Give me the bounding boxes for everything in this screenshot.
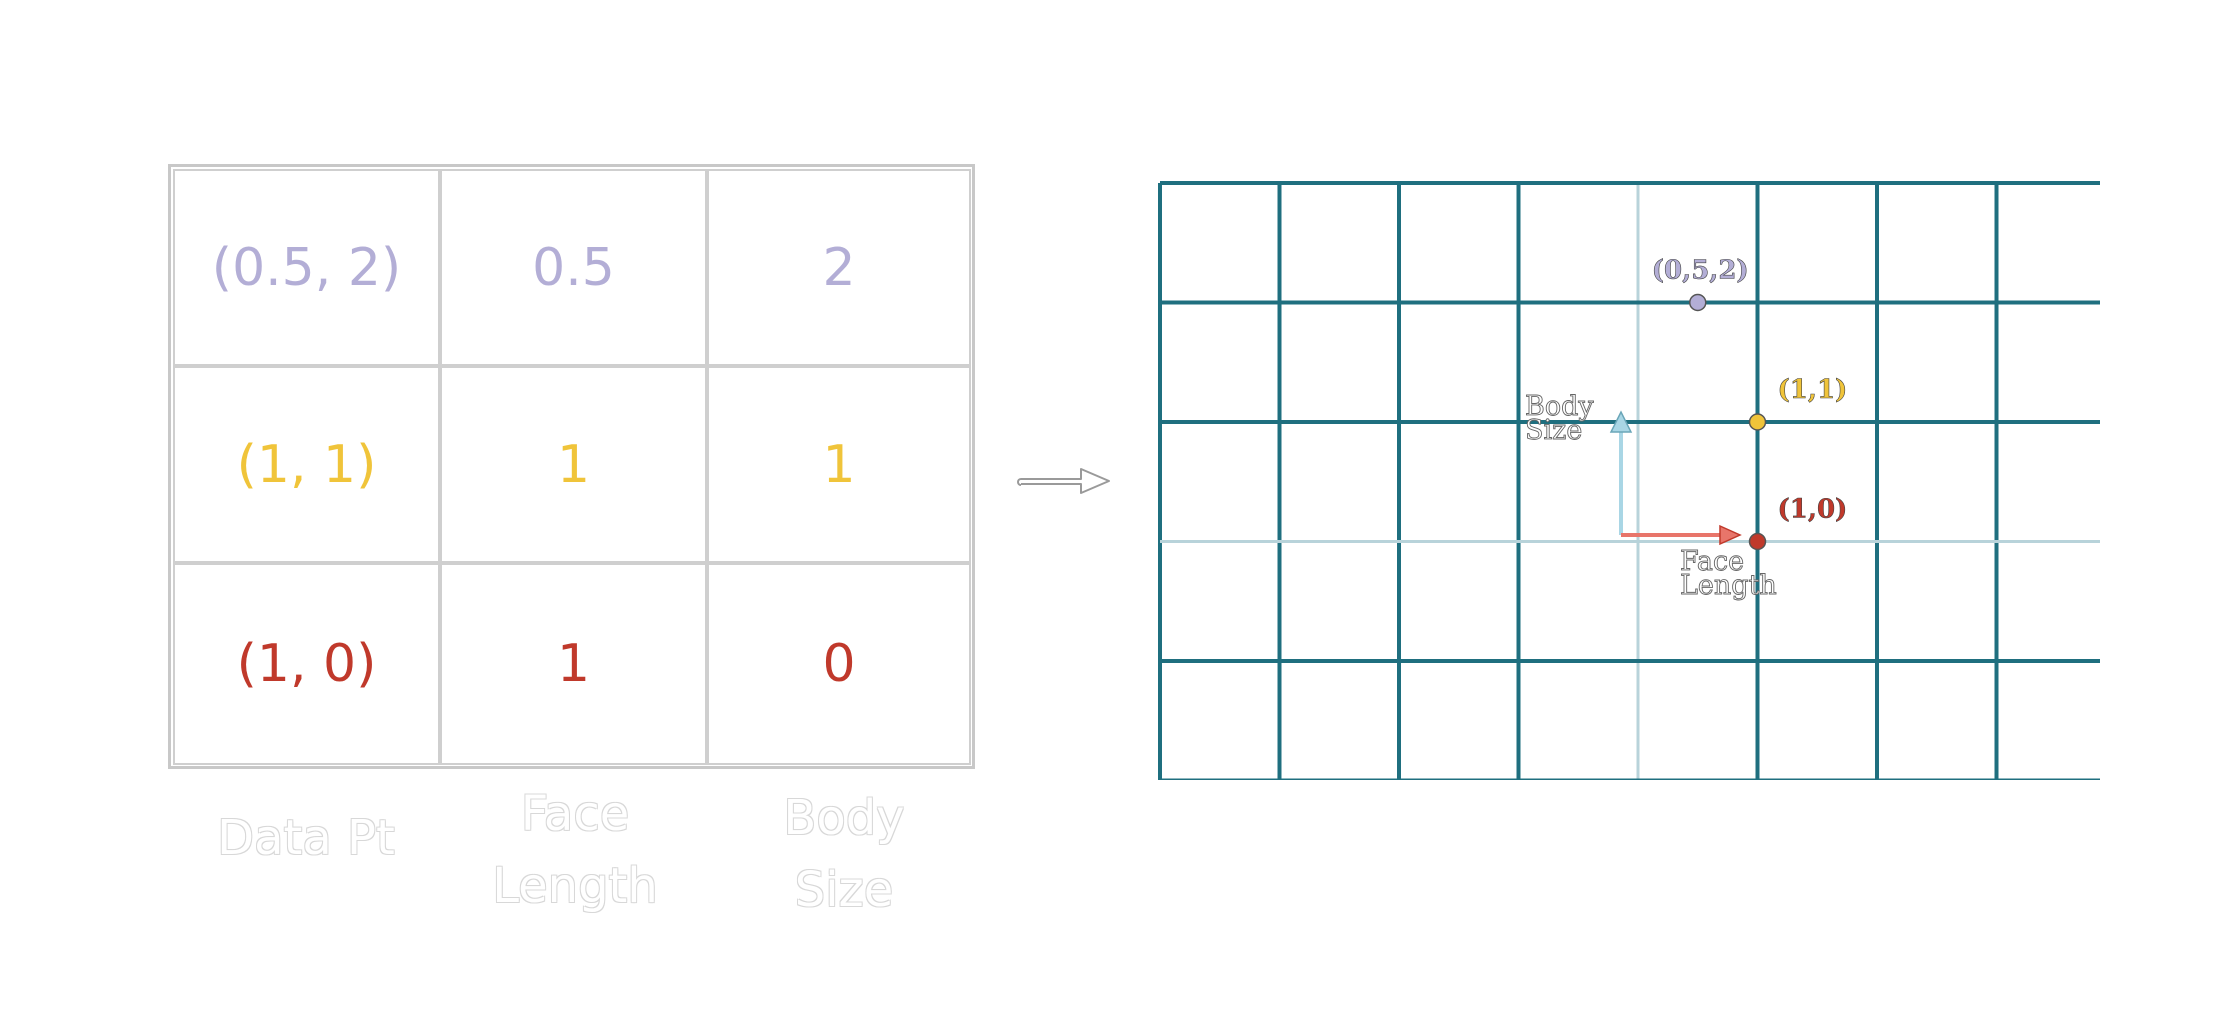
body-size-arrowhead xyxy=(1609,410,1633,433)
col-label-body: Body xyxy=(783,790,905,846)
face-label: Face xyxy=(1680,546,1744,577)
length-label: Length xyxy=(1680,570,1777,601)
data-point-label-2: (1,1) xyxy=(1778,375,1848,405)
data-points: (0,5,2) (1,1) (1,0) xyxy=(1651,255,1848,551)
data-point-1 xyxy=(1689,293,1707,312)
cell-body-1: 2 xyxy=(707,169,971,366)
cell-face-3: 1 xyxy=(440,563,707,765)
coordinate-grid: Body Size Face Length (0,5,2) (1,1) (1,0) xyxy=(1158,181,2100,780)
cell-body-2: 1 xyxy=(707,366,971,563)
col-label-data-pt: Data Pt xyxy=(217,810,395,866)
data-point-2 xyxy=(1748,413,1767,431)
col-label-size: Size xyxy=(794,862,894,918)
col-label-body-size: Body Size xyxy=(724,782,964,926)
col-label-face: Face xyxy=(520,786,630,842)
body-label: Body xyxy=(1525,391,1594,422)
col-label-face-length: Face Length xyxy=(455,778,695,922)
col-label-length: Length xyxy=(492,858,658,914)
cell-body-3: 0 xyxy=(707,563,971,765)
cell-point-1: (0.5, 2) xyxy=(173,169,440,366)
grid-lines xyxy=(1158,181,2100,780)
face-length-arrowhead xyxy=(1719,524,1742,546)
cell-face-1: 0.5 xyxy=(440,169,707,366)
data-point-3 xyxy=(1748,532,1767,551)
data-point-label-1: (0,5,2) xyxy=(1652,256,1749,286)
cell-point-3: (1, 0) xyxy=(173,563,440,765)
data-table: (0.5, 2) 0.5 2 (1, 1) 1 1 (1, 0) 1 0 xyxy=(168,164,975,769)
cell-point-2: (1, 1) xyxy=(173,366,440,563)
data-point-label-3: (1,0) xyxy=(1778,495,1848,525)
size-label: Size xyxy=(1525,415,1582,446)
right-arrow-icon xyxy=(1017,468,1110,494)
cell-face-2: 1 xyxy=(440,366,707,563)
